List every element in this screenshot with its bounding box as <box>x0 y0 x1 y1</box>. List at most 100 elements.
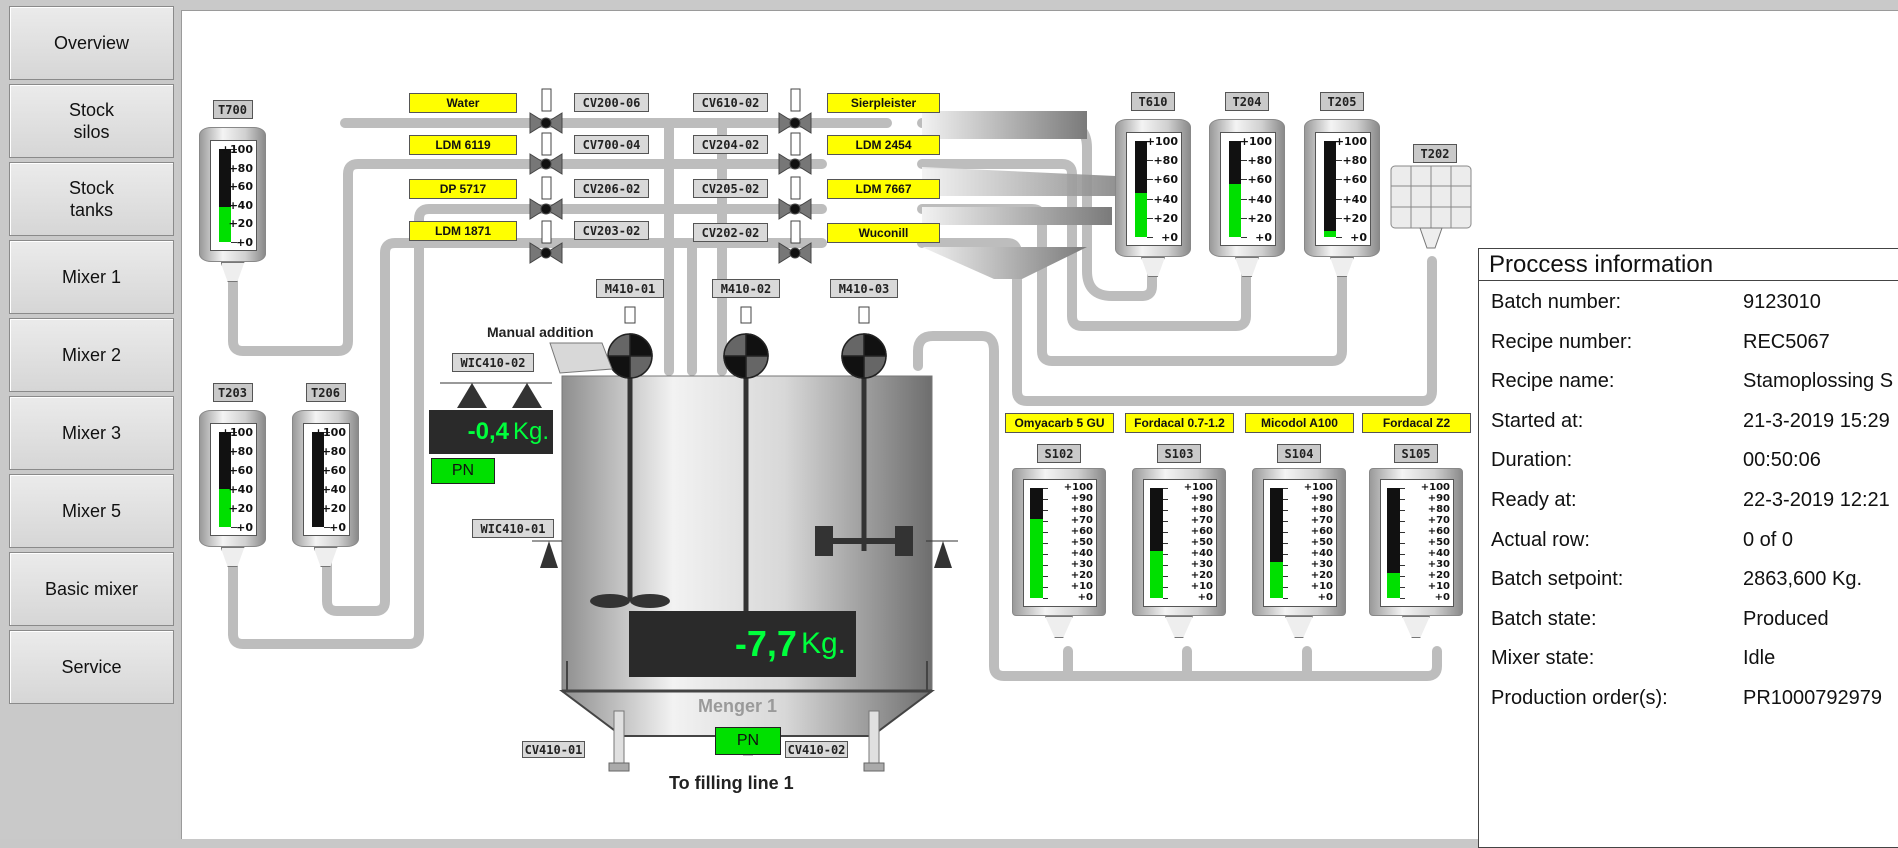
silo-s102-name[interactable]: S102 <box>1037 444 1081 463</box>
gauge-tick <box>1163 565 1168 566</box>
nav-mixer-2-button[interactable]: Mixer 2 <box>9 318 174 392</box>
gauge-tick <box>1147 179 1153 181</box>
silo-s104-gauge: +100+90+80+70+60+50+40+30+20+10+0 <box>1263 479 1337 607</box>
tank-t610-level-bar <box>1135 141 1147 237</box>
gauge-tick-label: +70 <box>1190 515 1213 526</box>
silo-s105-name[interactable]: S105 <box>1394 444 1438 463</box>
tank-t205[interactable]: +100+80+60+40+20+0 <box>1304 119 1380 257</box>
nav-mixer-5-button[interactable]: Mixer 5 <box>9 474 174 548</box>
nav-stock-silos-button[interactable]: Stock silos <box>9 84 174 158</box>
silo-s102[interactable]: +100+90+80+70+60+50+40+30+20+10+0 <box>1012 468 1106 616</box>
tank-t700[interactable]: +100+80+60+40+20+0 <box>199 127 266 262</box>
tank-t610[interactable]: +100+80+60+40+20+0 <box>1115 119 1191 257</box>
nav-basic-mixer-button[interactable]: Basic mixer <box>9 552 174 626</box>
info-row-label: Recipe number: <box>1491 330 1633 353</box>
nav-overview-button[interactable]: Overview <box>9 6 174 80</box>
tank-t610-name[interactable]: T610 <box>1131 92 1175 111</box>
gauge-tick-label: +50 <box>1427 537 1450 548</box>
bottom-pn-indicator[interactable]: PN <box>715 727 781 755</box>
tank-t206-name[interactable]: T206 <box>305 383 346 402</box>
tank-t202-name[interactable]: T202 <box>1413 144 1457 163</box>
ingredient-wuconill-label: Wuconill <box>827 223 940 243</box>
gauge-tick <box>1163 587 1168 588</box>
valve-cv410-01-label[interactable]: CV410-01 <box>522 741 585 758</box>
nav-stock-tanks-button[interactable]: Stock tanks <box>9 162 174 236</box>
silo-s103[interactable]: +100+90+80+70+60+50+40+30+20+10+0 <box>1132 468 1226 616</box>
silo-s105[interactable]: +100+90+80+70+60+50+40+30+20+10+0 <box>1369 468 1463 616</box>
gauge-tick-label: +40 <box>1310 548 1333 559</box>
gauge-tick-label: +80 <box>1310 504 1333 515</box>
gauge-tick <box>1163 576 1168 577</box>
info-row-value: PR1000792979 <box>1743 687 1883 709</box>
valve-cv205-02-label[interactable]: CV205-02 <box>693 179 768 198</box>
tank-t204-level-fill <box>1229 184 1241 237</box>
motor-m410-01-label[interactable]: M410-01 <box>596 279 664 298</box>
gauge-tick-label: +60 <box>228 180 253 194</box>
tank-t700-level-fill <box>219 206 231 242</box>
nav-mixer-1-button[interactable]: Mixer 1 <box>9 240 174 314</box>
nav-service-button[interactable]: Service <box>9 630 174 704</box>
gauge-tick <box>1400 565 1405 566</box>
gauge-tick-label: +80 <box>1247 154 1272 168</box>
gauge-tick-label: +60 <box>1190 526 1213 537</box>
main-weight-unit: Kg. <box>800 627 846 660</box>
gauge-tick-label: +60 <box>228 464 253 477</box>
silo-s104-level-bar <box>1270 488 1283 598</box>
info-row-label: Ready at: <box>1491 489 1577 511</box>
tank-t205-name[interactable]: T205 <box>1320 92 1364 111</box>
gauge-tick <box>231 451 237 452</box>
process-info-title: Proccess information <box>1479 249 1898 281</box>
valve-cv204-02-label[interactable]: CV204-02 <box>693 135 768 154</box>
gauge-tick-label: +40 <box>1153 192 1178 206</box>
gauge-tick-label: +0 <box>1317 592 1333 603</box>
gauge-tick-label: +90 <box>1190 493 1213 504</box>
manual-pn-indicator[interactable]: PN <box>431 458 495 484</box>
tank-t203[interactable]: +100+80+60+40+20+0 <box>199 410 266 547</box>
gauge-tick-label: +90 <box>1310 493 1333 504</box>
gauge-tick-label: +0 <box>236 236 253 249</box>
valve-cv202-02-label[interactable]: CV202-02 <box>693 223 768 242</box>
gauge-tick <box>1336 179 1342 181</box>
silo-s105-level-bar <box>1387 488 1400 598</box>
silo-s104[interactable]: +100+90+80+70+60+50+40+30+20+10+0 <box>1252 468 1346 616</box>
gauge-tick <box>1043 554 1048 555</box>
gauge-tick <box>1163 554 1168 555</box>
gauge-tick-label: +20 <box>1310 570 1333 581</box>
gauge-tick <box>1400 554 1405 555</box>
gauge-tick-label: +30 <box>1427 559 1450 570</box>
scale-wic410-01-label[interactable]: WIC410-01 <box>472 519 554 538</box>
gauge-tick-label: +40 <box>1342 192 1367 206</box>
gauge-tick <box>1400 532 1405 533</box>
gauge-tick-label: +20 <box>1427 570 1450 581</box>
tank-t204[interactable]: +100+80+60+40+20+0 <box>1209 119 1285 257</box>
info-row-label: Started at: <box>1491 409 1584 432</box>
gauge-tick <box>231 204 237 206</box>
motor-m410-03-label[interactable]: M410-03 <box>830 279 898 298</box>
silo-s103-name[interactable]: S103 <box>1157 444 1201 463</box>
gauge-tick-label: +0 <box>329 521 346 534</box>
ingredient-ldm6119-label: LDM 6119 <box>409 135 517 155</box>
nav-mixer-3-button[interactable]: Mixer 3 <box>9 396 174 470</box>
tank-t203-name[interactable]: T203 <box>212 383 253 402</box>
silo-s104-name[interactable]: S104 <box>1277 444 1321 463</box>
silo-s105-material-label: Fordacal Z2 <box>1362 413 1471 433</box>
valve-cv410-02-label[interactable]: CV410-02 <box>785 741 848 758</box>
tank-t700-level-bar <box>219 149 231 242</box>
valve-cv200-06-label[interactable]: CV200-06 <box>574 93 649 112</box>
tank-t206[interactable]: +100+80+60+40+20+0 <box>292 410 359 547</box>
silo-s102-material-label: Omyacarb 5 GU <box>1005 413 1114 433</box>
tank-t700-name[interactable]: T700 <box>212 100 253 119</box>
tank-t204-name[interactable]: T204 <box>1225 92 1269 111</box>
motor-m410-02-label[interactable]: M410-02 <box>712 279 780 298</box>
gauge-tick-label: +80 <box>1190 504 1213 515</box>
valve-cv700-04-label[interactable]: CV700-04 <box>574 135 649 154</box>
gauge-tick-label: +100 <box>1420 482 1450 493</box>
gauge-tick-label: +0 <box>1197 592 1213 603</box>
valve-cv203-02-label[interactable]: CV203-02 <box>574 221 649 240</box>
gauge-tick-label: +20 <box>321 502 346 515</box>
gauge-tick <box>1043 499 1048 500</box>
scale-wic410-02-label[interactable]: WIC410-02 <box>452 353 534 372</box>
valve-cv206-02-label[interactable]: CV206-02 <box>574 179 649 198</box>
valve-cv610-02-label[interactable]: CV610-02 <box>693 93 768 112</box>
gauge-tick <box>1163 499 1168 500</box>
